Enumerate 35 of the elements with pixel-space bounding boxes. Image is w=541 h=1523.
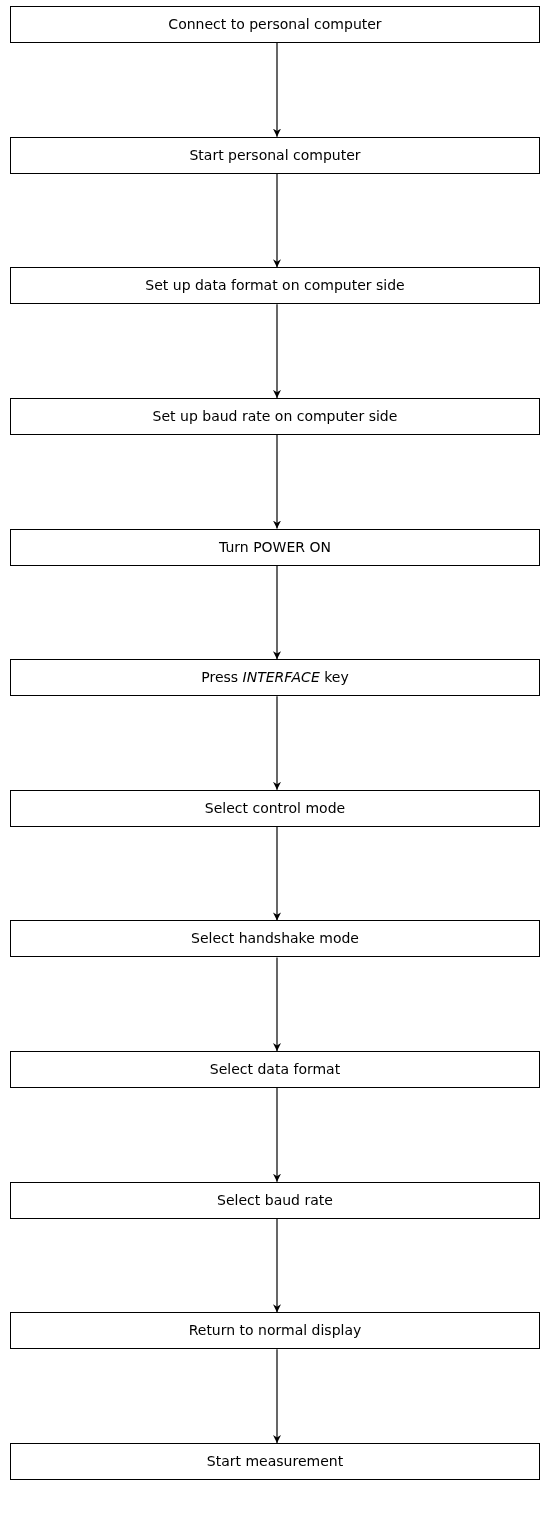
process-box	[10, 267, 540, 305]
step-text: Set up baud rate on computer side	[152, 406, 398, 426]
step-text: Select data format	[209, 1060, 341, 1080]
process-box	[10, 1443, 540, 1480]
arrow	[273, 695, 281, 791]
arrow	[273, 956, 281, 1052]
process-box	[10, 1312, 540, 1350]
step-text: Start measurement	[206, 1452, 344, 1471]
arrow	[273, 1218, 281, 1313]
process-box	[10, 920, 540, 958]
step-text: Return to normal display	[188, 1321, 362, 1341]
step-text: Press INTERFACE key	[201, 668, 349, 688]
arrow	[273, 42, 281, 138]
arrow	[273, 1348, 281, 1444]
process-box	[10, 1181, 540, 1219]
step-text: Set up data format on computer side	[145, 276, 405, 296]
process-box	[10, 136, 540, 174]
process-box	[10, 528, 540, 566]
process-box	[10, 1051, 540, 1089]
arrow	[273, 564, 281, 660]
arrow	[273, 434, 281, 530]
arrow	[273, 173, 281, 268]
step-text: Select control mode	[204, 798, 346, 818]
step-text: Select handshake mode	[191, 929, 359, 949]
process-box	[10, 659, 540, 697]
arrow	[273, 303, 281, 399]
process-box	[10, 6, 540, 43]
step-text: Start personal computer	[189, 145, 361, 165]
step-text: Connect to personal computer	[168, 15, 382, 34]
step-text: Select baud rate	[217, 1190, 333, 1210]
arrow	[273, 826, 281, 922]
step-text: Turn POWER ON	[219, 537, 331, 557]
process-box	[10, 397, 540, 435]
arrow	[273, 1087, 281, 1183]
process-box	[10, 789, 540, 827]
